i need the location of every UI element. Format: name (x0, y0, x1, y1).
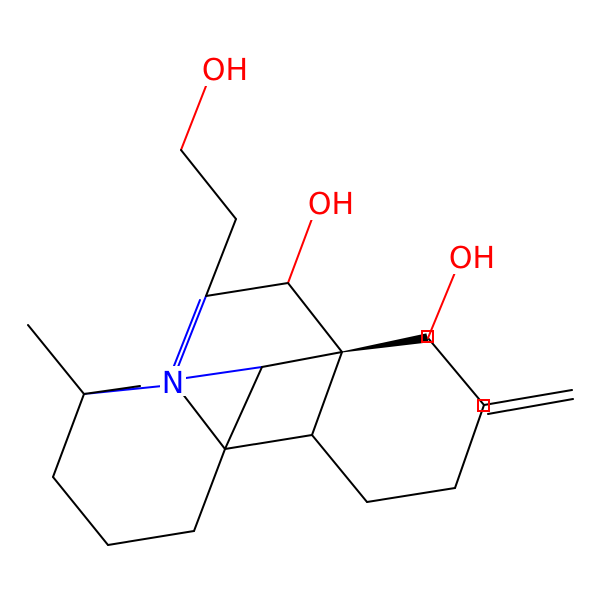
bond-c-n-double-b (169, 299, 201, 377)
bond-ch2-c (205, 218, 237, 297)
hydroxyl-middle-label: OH (308, 187, 354, 222)
bond-bridge-quat (224, 366, 263, 450)
bond-ch2-ch2 (180, 149, 237, 220)
bond-exo-double-b (487, 398, 574, 415)
bond-ring-l2 (52, 476, 109, 546)
bond-ring-l1 (52, 393, 85, 478)
atom-labels: OH OH OH N (160, 52, 499, 401)
nitrogen-label: N (162, 366, 184, 401)
bond-c2-quat2 (311, 351, 343, 436)
stereo-markers (421, 330, 490, 412)
bond-c-n-double-a (175, 295, 207, 373)
bond-c-choh (205, 282, 289, 297)
bond-cexo-choh (427, 337, 485, 406)
bond-c2-ch2 (311, 434, 368, 503)
bond-choh-oh-right (427, 269, 457, 339)
bond-ch2-cexo (454, 404, 485, 489)
bond-wedge (341, 333, 429, 353)
bond-methyl (27, 324, 85, 395)
bond-choh-oh (287, 215, 314, 284)
bonds (27, 85, 574, 546)
bond-ch2-ch2-r (366, 487, 456, 503)
hydroxyl-top-label: OH (202, 53, 248, 88)
bond-n-ch-b (83, 385, 141, 395)
bond-exo-double-a (483, 389, 573, 406)
bond-choh-quat (287, 282, 343, 353)
stereo-marker-2 (477, 399, 490, 412)
bond-quat-c2 (224, 434, 313, 450)
bond-oh-ch2 (180, 85, 207, 151)
stereo-marker-1 (421, 330, 434, 343)
hydroxyl-right-label: OH (449, 241, 495, 276)
bond-bridge-c (261, 351, 343, 368)
bond-n-bridge (185, 366, 263, 379)
bond-ring-l3 (107, 530, 195, 546)
bond-ring-l4 (193, 448, 226, 532)
